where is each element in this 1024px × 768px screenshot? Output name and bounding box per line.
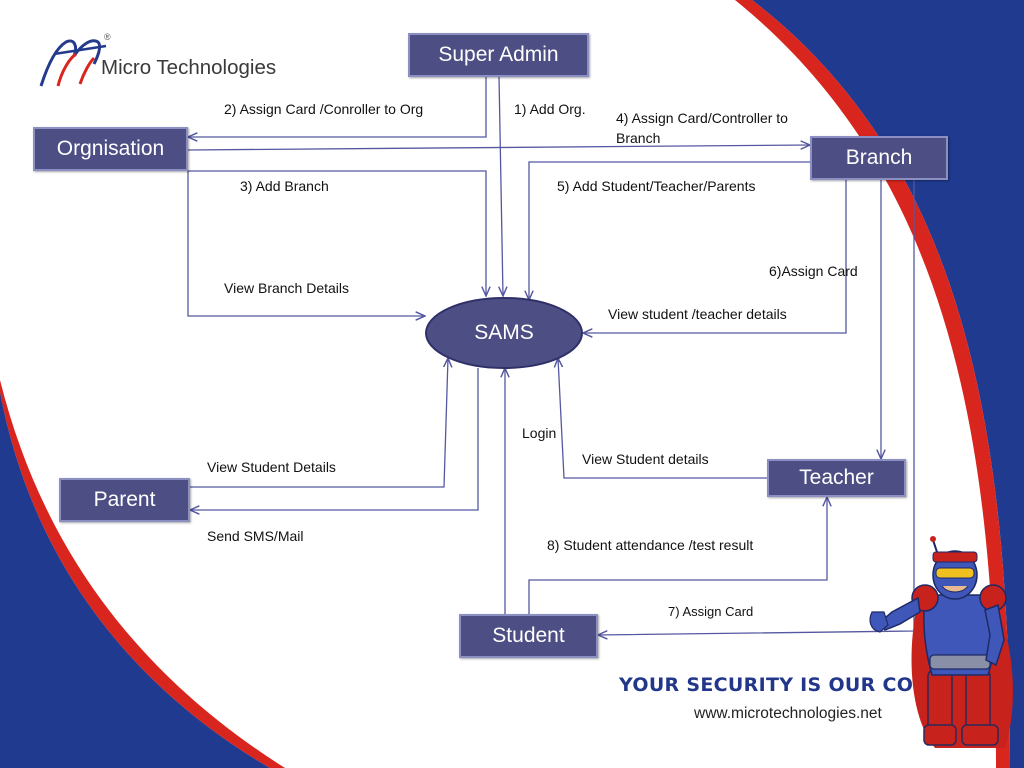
label-attendance: 8) Student attendance /test result <box>547 537 754 553</box>
label-view-student-teacher: View student /teacher details <box>608 306 787 322</box>
branch-box: Branch <box>810 136 948 180</box>
arrow-admin-to-org <box>188 76 487 137</box>
label-assign-card-student: 7) Assign Card <box>668 604 754 619</box>
label-parent-view-student: View Student Details <box>207 459 336 475</box>
label-view-student-details: View Student details <box>582 451 709 467</box>
mt-monogram-icon <box>39 39 107 87</box>
label-assign-card-branch: 4) Assign Card/Controller to Branch <box>616 110 788 146</box>
arrow-branch-to-sams-add <box>529 161 810 300</box>
organisation-box: Orgnisation <box>33 127 188 171</box>
label-send-sms: Send SMS/Mail <box>207 528 304 544</box>
website-url: www.microtechnologies.net <box>694 705 882 722</box>
label-login: Login <box>522 425 557 441</box>
arrow-student-attendance <box>528 497 827 614</box>
brand-name: Micro Technologies <box>101 56 277 79</box>
label-view-branch: View Branch Details <box>224 280 350 296</box>
label-add-student: 5) Add Student/Teacher/Parents <box>557 178 756 194</box>
sams-ellipse <box>425 297 583 369</box>
sams-label: SAMS <box>474 321 534 344</box>
arrow-org-to-sams-add-branch <box>188 170 486 296</box>
parent-box: Parent <box>59 478 190 522</box>
label-add-branch: 3) Add Branch <box>240 178 329 194</box>
arrow-org-view-branch <box>187 171 425 316</box>
label-add-org: 1) Add Org. <box>514 101 586 117</box>
arrow-branch-view-details <box>583 180 847 333</box>
registered-mark: ® <box>104 32 111 42</box>
student-box: Student <box>459 614 598 658</box>
left-blue-swoosh <box>0 392 270 768</box>
tagline: YOUR SECURITY IS OUR CONCERN <box>619 674 989 696</box>
label-assign-card-org: 2) Assign Card /Conroller to Org <box>224 101 424 117</box>
arrow-org-to-branch <box>187 145 810 151</box>
super-admin-box: Super Admin <box>408 33 589 77</box>
arrow-teacher-view-student <box>558 358 767 479</box>
arrow-sams-send-sms <box>190 368 479 510</box>
label-assign-card-teacher: 6)Assign Card <box>769 263 858 279</box>
right-blue-swoosh <box>752 0 1024 768</box>
arrow-admin-to-sams <box>499 75 503 296</box>
teacher-box: Teacher <box>767 459 906 497</box>
arrow-parent-view-student <box>190 358 448 488</box>
